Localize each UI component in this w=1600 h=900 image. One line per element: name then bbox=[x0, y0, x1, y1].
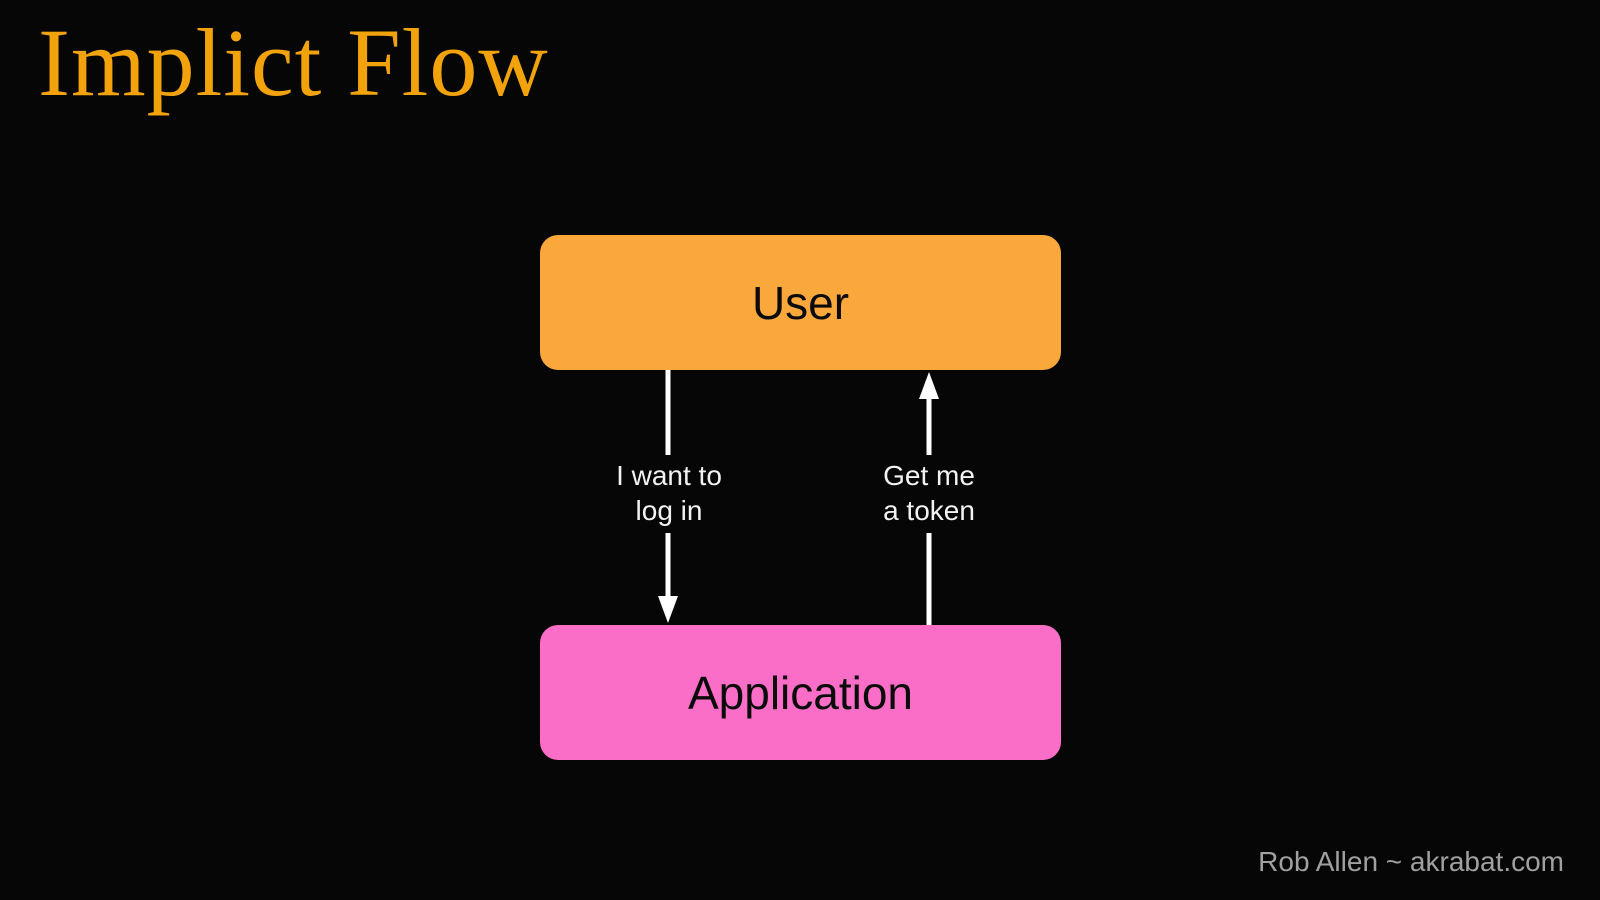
edge-application-to-user bbox=[919, 372, 939, 625]
node-application: Application bbox=[540, 625, 1061, 760]
node-user: User bbox=[540, 235, 1061, 370]
edge-label-token-line1: Get me bbox=[883, 460, 975, 491]
node-application-label: Application bbox=[687, 666, 914, 719]
edge-label-login-line2: log in bbox=[635, 495, 703, 526]
edge-user-to-application bbox=[658, 370, 678, 623]
edge-label-token-line2: a token bbox=[883, 495, 975, 526]
edge-label-login: I want to log in bbox=[559, 458, 779, 528]
arrow-down-icon bbox=[658, 596, 678, 623]
node-user-label: User bbox=[751, 276, 850, 329]
arrow-up-icon bbox=[919, 372, 939, 399]
edge-label-login-line1: I want to bbox=[616, 460, 722, 491]
footer-credit: Rob Allen ~ akrabat.com bbox=[1258, 846, 1564, 877]
slide-title: Implict Flow bbox=[38, 9, 549, 116]
edge-label-token: Get me a token bbox=[819, 458, 1039, 528]
